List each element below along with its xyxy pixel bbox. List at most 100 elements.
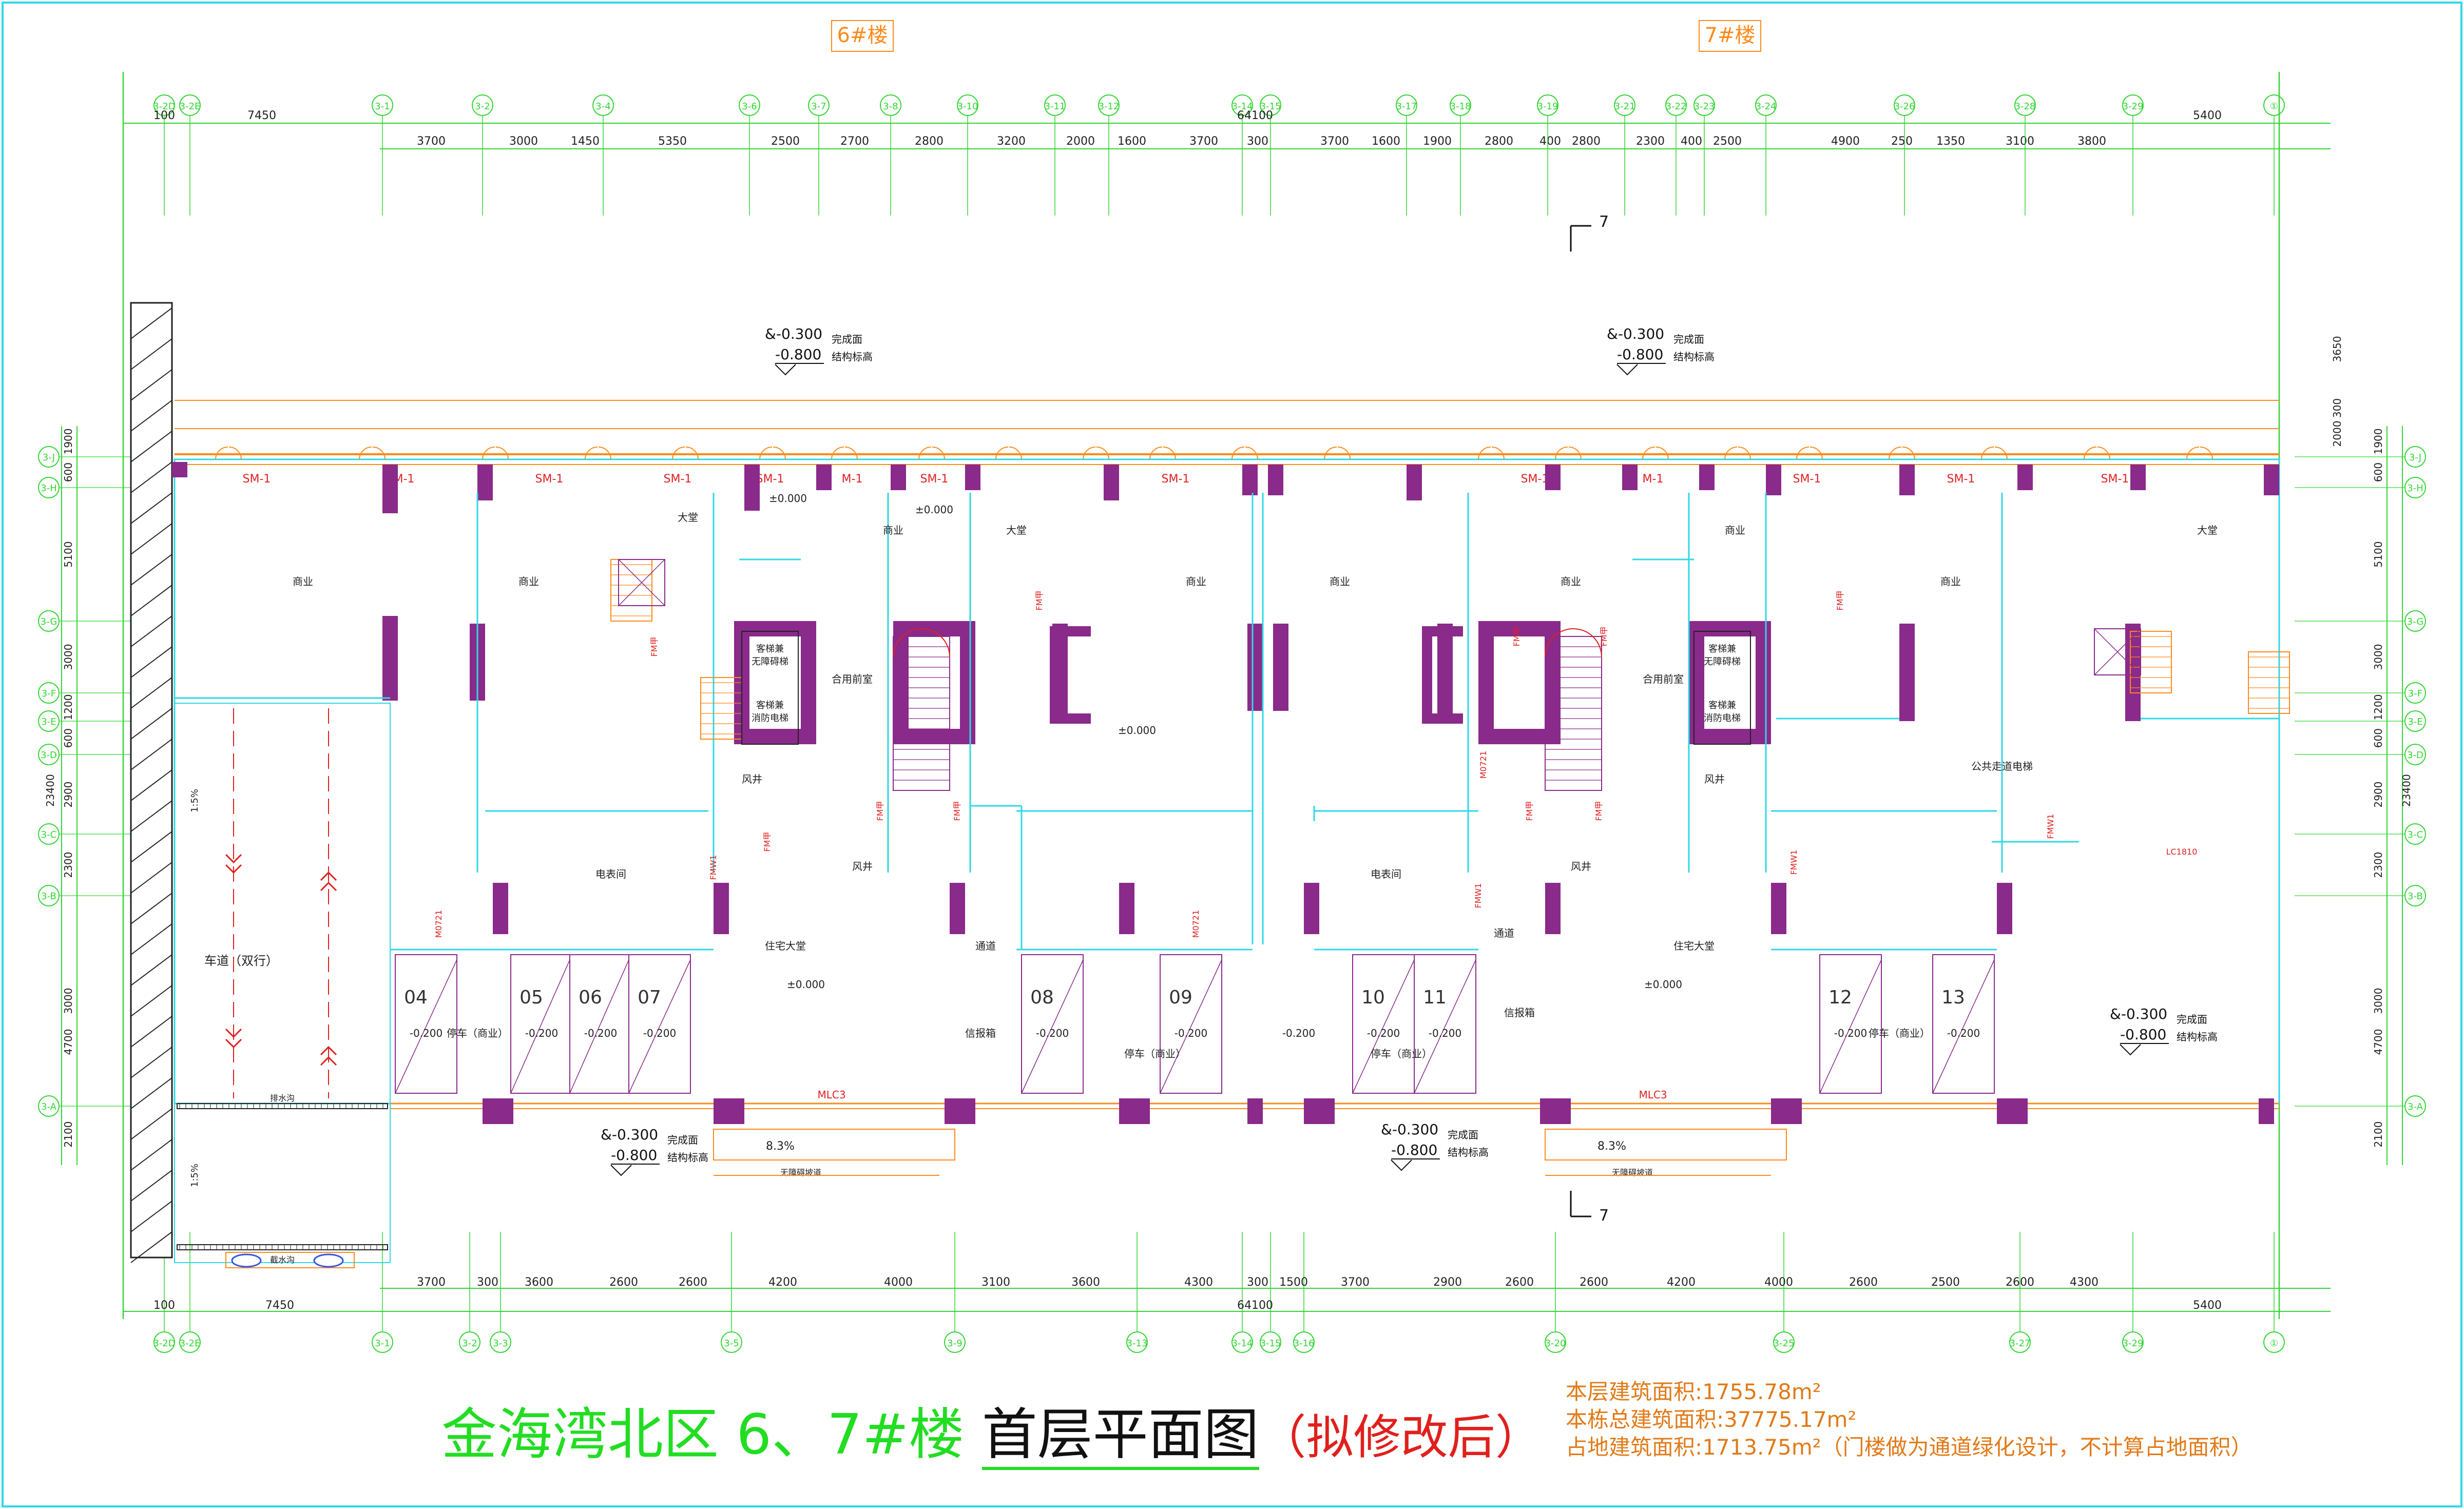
door-swing-top-b-4 [685, 447, 699, 460]
parking-level-10: -0.200 [1367, 1027, 1400, 1039]
drain-bottom [177, 1244, 388, 1250]
door-swing-top-b-21 [2200, 447, 2213, 460]
driveway-label: 车道（双行） [204, 954, 278, 968]
door-swing-top-b-9 [1096, 447, 1109, 460]
lift-access-0: 无障碍梯 [752, 656, 788, 667]
parking-bay-07 [628, 954, 691, 1094]
door-swing-top-b-19 [1994, 447, 2008, 460]
stair-small-2 [2130, 631, 2172, 693]
door-swing-top-b-13 [1491, 447, 1505, 460]
door-swing-top-16 [1724, 447, 1738, 460]
axis-right-label-0: 3-J [2409, 452, 2421, 463]
dim-right-5: 600 [2372, 728, 2384, 748]
column-27 [493, 883, 508, 934]
column-34 [1997, 883, 2012, 934]
level-zero-d: ±0.000 [787, 978, 825, 991]
parking-level-11: -0.200 [1429, 1027, 1461, 1039]
stair-small-1 [610, 559, 652, 622]
dim-bottom-r1-14: 2600 [1505, 1276, 1534, 1289]
column-18 [2264, 465, 2279, 495]
ramp-slope-b: 1:5% [189, 1164, 200, 1187]
parking-level-04: -0.200 [410, 1027, 442, 1039]
door-swing-top-4 [672, 447, 685, 460]
elev-marker-e4 [1391, 1159, 1412, 1171]
door-label-lc1810-14: LC1810 [2166, 847, 2198, 857]
door-swing-top-b-16 [1738, 447, 1751, 460]
parking-level-05: -0.200 [525, 1027, 558, 1039]
bollard-right [313, 1253, 344, 1268]
column-10 [1407, 465, 1422, 500]
door-swing-top-11 [1231, 447, 1245, 460]
axis-top-label-20: 3-26 [1894, 101, 1915, 112]
column-28 [714, 883, 729, 934]
parking-label-2: 停车（商业） [1124, 1048, 1186, 1060]
parking-bay-09 [1160, 954, 1222, 1094]
door-label-sm1-2: SM-1 [535, 473, 564, 486]
dim-bottom-r1-2: 3600 [525, 1276, 553, 1289]
door-swing-top-1 [359, 447, 372, 460]
retaining-hatch-2040 [130, 1047, 172, 1078]
retaining-hatch-1740 [130, 893, 172, 924]
parking-bay-diag-04 [395, 959, 457, 1094]
column-23 [1273, 624, 1288, 711]
floor-area: 本层建筑面积:1755.78m² [1566, 1379, 1821, 1404]
retaining-hatch-2100 [130, 1077, 172, 1109]
axis-bottom-label-6: 3-9 [947, 1338, 962, 1349]
axis-top-label-14: 3-18 [1450, 101, 1471, 112]
elevator-0 [618, 559, 665, 606]
door-swing-top-3 [585, 447, 598, 460]
section-bottom-label: 7 [1599, 1207, 1609, 1225]
dim-top-r2-19: 400 [1681, 135, 1702, 148]
parking-bay-diag-12 [1819, 959, 1882, 1094]
dim-top-r1-2: 64100 [1237, 109, 1273, 122]
axis-top-label-17: 3-22 [1666, 101, 1687, 112]
dim-right-6: 2900 [2372, 782, 2384, 808]
stair-arc-1 [1545, 628, 1602, 657]
level-zero-c: ±0.000 [1118, 724, 1156, 737]
building-6-label-box [831, 20, 894, 52]
retaining-hatch-1020 [130, 523, 172, 555]
dim-top-r1-3: 5400 [2193, 109, 2222, 122]
column-33 [1771, 883, 1786, 934]
door-swing-top-14 [1555, 447, 1568, 460]
dim-right-4: 1200 [2372, 694, 2384, 721]
parking-number-09: 09 [1169, 987, 1192, 1008]
lift-core-1 [1693, 631, 1751, 745]
dim-top-r2-15: 2800 [1485, 135, 1513, 148]
door-swing-top-2 [482, 447, 495, 460]
title-plan-name: 首层平面图 [981, 1403, 1259, 1470]
retaining-hatch-840 [130, 431, 172, 462]
elev-label-bottom-e5: 结构标高 [2177, 1031, 2218, 1043]
level-zero-e: ±0.000 [1644, 978, 1682, 991]
door-label-fmw1-13: FMW1 [1789, 849, 1799, 875]
dim-top-r2-4: 2500 [771, 135, 800, 148]
retaining-hatch-1800 [130, 923, 172, 955]
dim-top-r2-12: 3700 [1320, 135, 1349, 148]
dim-bottom-r1-7: 3100 [981, 1276, 1010, 1289]
area-statistics: 本层建筑面积:1755.78m² 本栋总建筑面积:37775.17m² 占地建筑… [1566, 1378, 2253, 1461]
door-label-fm-8: FM甲 [1034, 590, 1044, 610]
access-ramp-0 [713, 1129, 955, 1160]
door-label-fm-6: FM甲 [1512, 626, 1522, 646]
elev-bottom-e4: -0.800 [1391, 1142, 1437, 1158]
column-25 [1899, 624, 1915, 721]
water-stop-label: 截水沟 [270, 1255, 295, 1265]
axis-bottom-label-10: 3-16 [1294, 1338, 1315, 1349]
axis-top-label-10: 3-12 [1099, 101, 1120, 112]
lift-guest2-1: 客梯兼 [1708, 700, 1736, 711]
axis-right-label-5: 3-D [2407, 750, 2423, 761]
room-shop-0: 商业 [293, 575, 313, 588]
dim-top-r2-23: 1350 [1936, 135, 1965, 148]
door-label-m1-b: M-1 [1643, 473, 1664, 486]
parking-bay-11 [1414, 954, 1476, 1094]
retaining-hatch-1080 [130, 554, 172, 586]
column-19 [382, 616, 398, 701]
door-swing-top-21 [2186, 447, 2200, 460]
dim-left-8: 3000 [62, 988, 74, 1014]
dim-right-11: 23400 [2400, 774, 2413, 807]
dim-left-0: 1900 [62, 429, 74, 455]
dim-top-r2-0: 3700 [417, 135, 446, 148]
door-label-sm1-5: SM-1 [920, 473, 949, 486]
core-wall-bottom-0 [734, 729, 816, 744]
